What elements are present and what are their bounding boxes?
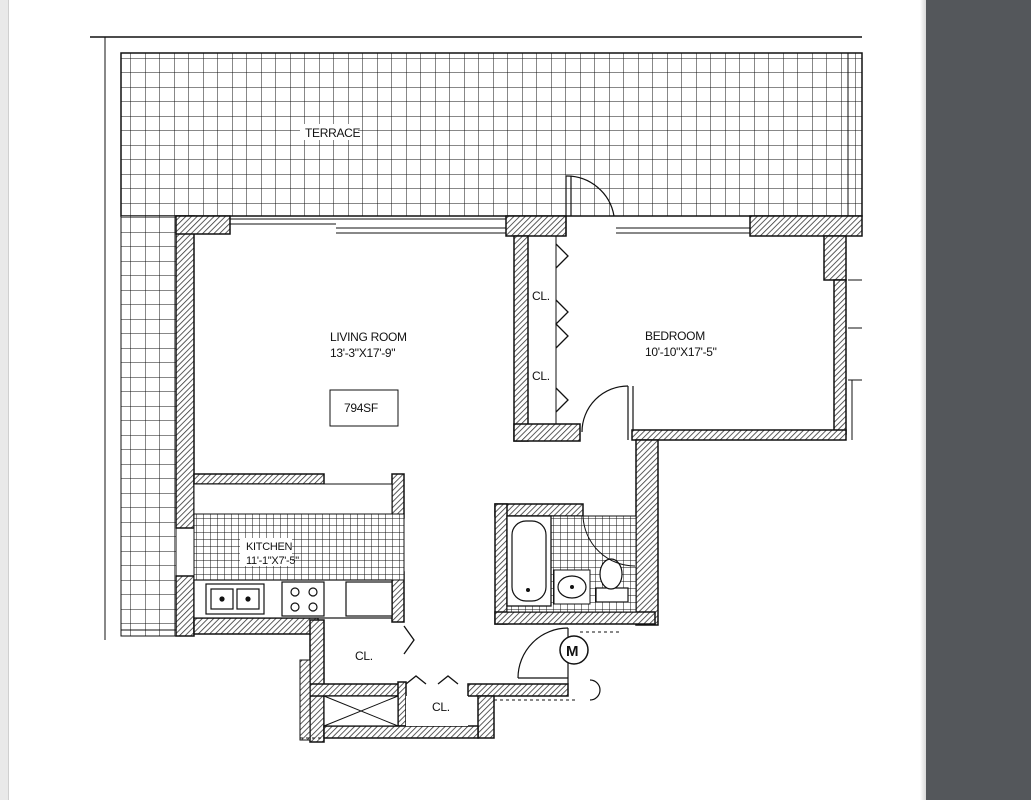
- refrigerator-icon: [345, 581, 393, 617]
- kitchen-counter-bar: [193, 483, 393, 515]
- closet-label-3: CL.: [355, 649, 373, 663]
- entry-door: [517, 627, 569, 684]
- closet-label-4: CL.: [432, 700, 450, 714]
- terrace: TERRACE: [120, 52, 863, 637]
- bedroom-label: BEDROOM: [645, 329, 705, 343]
- bedroom-closets: CL. CL.: [532, 236, 569, 424]
- page-shadow: [920, 0, 926, 800]
- toilet-icon: [595, 558, 629, 603]
- kitchen-label: KITCHEN: [246, 541, 293, 553]
- bedroom-dims: 10'-10"X17'-5": [645, 345, 717, 359]
- living-room-dims: 13'-3"X17'-9": [330, 346, 395, 360]
- living-room-label: LIVING ROOM: [330, 330, 407, 344]
- lavatory-icon: [553, 569, 591, 605]
- terrace-label: TERRACE: [305, 126, 361, 140]
- terrace-door: [565, 175, 615, 236]
- windows: [230, 218, 862, 440]
- walls: [175, 215, 863, 743]
- area-box-label: 794SF: [344, 401, 378, 415]
- meter-label: M: [566, 643, 579, 660]
- closet-label-1: CL.: [532, 289, 550, 303]
- stove-icon: [281, 581, 325, 617]
- closet-label-2: CL.: [532, 369, 550, 383]
- bathroom: [506, 515, 637, 613]
- kitchen-floor: [193, 513, 405, 581]
- meter-icon: M: [559, 635, 589, 665]
- viewer-side-panel: [926, 0, 1031, 800]
- bedroom-door: [581, 385, 634, 440]
- entry-closets: CL. CL.: [299, 625, 468, 741]
- kitchen-appliances: [193, 579, 393, 619]
- kitchen-dims: 11'-1"X7'-5": [246, 555, 299, 567]
- viewer-left-edge: [0, 0, 9, 800]
- area-box: [329, 389, 399, 427]
- floor-plan: TERRACE: [90, 36, 863, 743]
